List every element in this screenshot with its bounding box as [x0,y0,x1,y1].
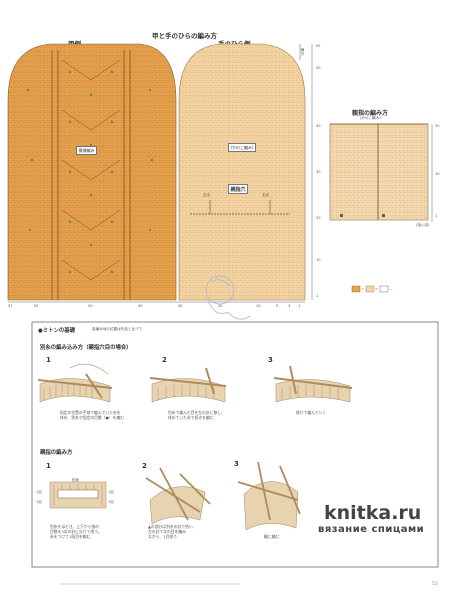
mini-label: 1目 [36,490,42,494]
right-hand-label: 右手 [262,193,270,197]
step1-2-number: 2 [162,356,167,364]
thumb-chart-subtitle: (かのこ編み) [360,116,381,120]
seal-decoration [205,275,251,320]
mini-label: 1目 [108,490,114,494]
section1-title: 別糸の編み込み方（親指穴目の場合） [40,345,132,351]
y-tick: 50 [316,66,321,70]
section2-title: 親指の編み方 [40,450,73,456]
y-tick: 20 [316,216,321,220]
legend-dash: — [389,287,393,291]
x-tick: 1 [298,304,301,308]
y-tick: 40 [316,124,321,128]
thumb-chart-title: 親指の編み方 [352,110,389,117]
y-tick: 10 [316,258,321,262]
step1-2-illustration [149,367,227,403]
step2-2-caption: ▲の部分は別糸の針で拾い、 左の針で次の目を編み ながら、1目拾う [148,524,197,540]
thumb-y-tick: 20 [435,124,440,128]
step1-3-number: 3 [268,356,273,364]
side-note: 鎖ぎ [301,48,305,56]
left-hand-label: 左手 [203,193,211,197]
x-tick: 55 [34,304,39,308]
step2-2-illustration [145,467,211,525]
x-tick: 3 [288,304,291,308]
main-chart-title: 甲と手のひらの編み方 [152,32,217,40]
legend-eq-1: = [361,287,365,291]
x-tick: 50 [88,304,93,308]
step2-1-number: 1 [46,462,51,470]
step2-2-number: 2 [142,462,147,470]
step2-1-caption: 別糸をほどき、上下から指の 目数を3本の針に分けて拾う。 糸をつけて1段目を編む [50,524,102,540]
step2-3-illustration [237,461,301,531]
instructions-header: ●ミトンの基礎 [38,328,76,334]
x-tick: 5 [276,304,279,308]
step1-1-number: 1 [46,356,51,364]
y-tick: 1 [316,294,319,298]
x-tick: 20 [218,304,223,308]
step2-3-caption: 輪に編む [264,534,280,539]
thumb-hole-label: 親指穴 [228,184,249,194]
thumb-pickup-label: (拾い目) [416,223,430,227]
step1-3-caption: 続けて編んでいく [296,410,327,415]
thumb-y-tick: 10 [435,172,440,176]
x-tick: 57 [8,304,13,308]
brand-watermark: knitka.ru [324,502,422,524]
legend-eq-2: = [375,287,379,291]
page-number: 53 [432,582,438,587]
step2-1-illustration [49,481,107,509]
pattern-label: 模様編み [76,146,97,155]
mini-label: 1目 [36,500,42,504]
brand-tagline: вязание спицами [318,524,425,535]
kanoko-label: (かのこ編み) [228,143,257,152]
x-tick: 10 [256,304,261,308]
x-tick: 30 [178,304,183,308]
step1-1-illustration [37,363,113,403]
thumb-y-tick: 1 [435,214,438,218]
y-tick: 30 [316,170,321,174]
step1-2-caption: 別糸で編んだ目を左の針に移し、 休めていた糸で続きを編む [168,410,225,421]
mini-label: 別糸 [72,478,80,482]
instructions-header-note: 各編み地の位置は作品と比べて [92,327,143,331]
mini-label: 1目 [108,500,114,504]
x-tick: 40 [138,304,143,308]
y-tick: 55 [316,44,321,48]
step2-3-number: 3 [234,460,239,468]
step1-3-illustration [273,365,353,403]
step1-1-caption: 指定の位置の手前で編んでいた糸を 休め、別糸で指定の目数（●）を編む [60,410,125,421]
